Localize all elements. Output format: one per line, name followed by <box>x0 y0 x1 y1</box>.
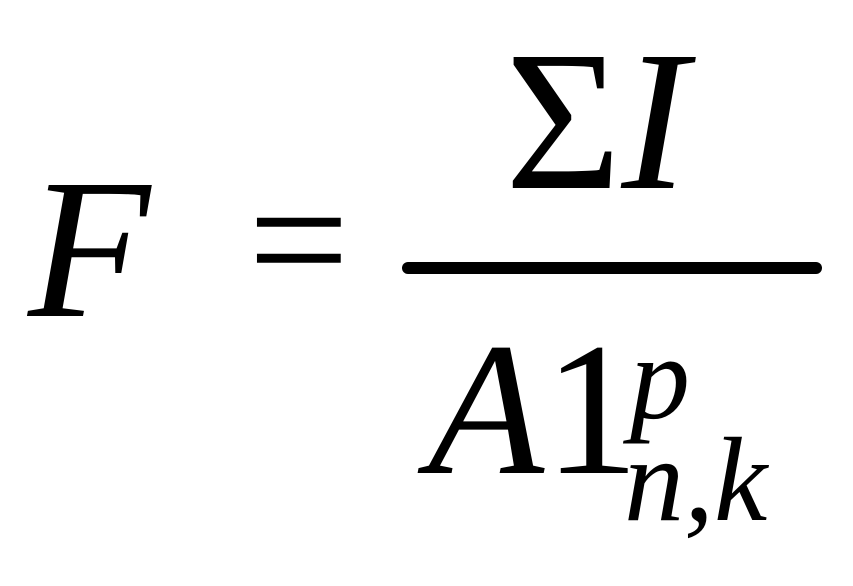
fraction-bar <box>402 262 822 274</box>
denominator-number: 1 <box>544 305 640 515</box>
formula-lhs: F <box>28 139 151 360</box>
summation-operator: Σ <box>505 11 622 232</box>
equals-sign: = <box>248 140 350 339</box>
denominator-variable: A <box>428 305 545 515</box>
numerator-variable: I <box>621 11 689 232</box>
numerator: ΣI <box>505 22 688 222</box>
denominator-superscript: p <box>630 311 690 444</box>
denominator-subscript: n,k <box>624 413 768 546</box>
denominator-base: A1 <box>428 315 639 505</box>
